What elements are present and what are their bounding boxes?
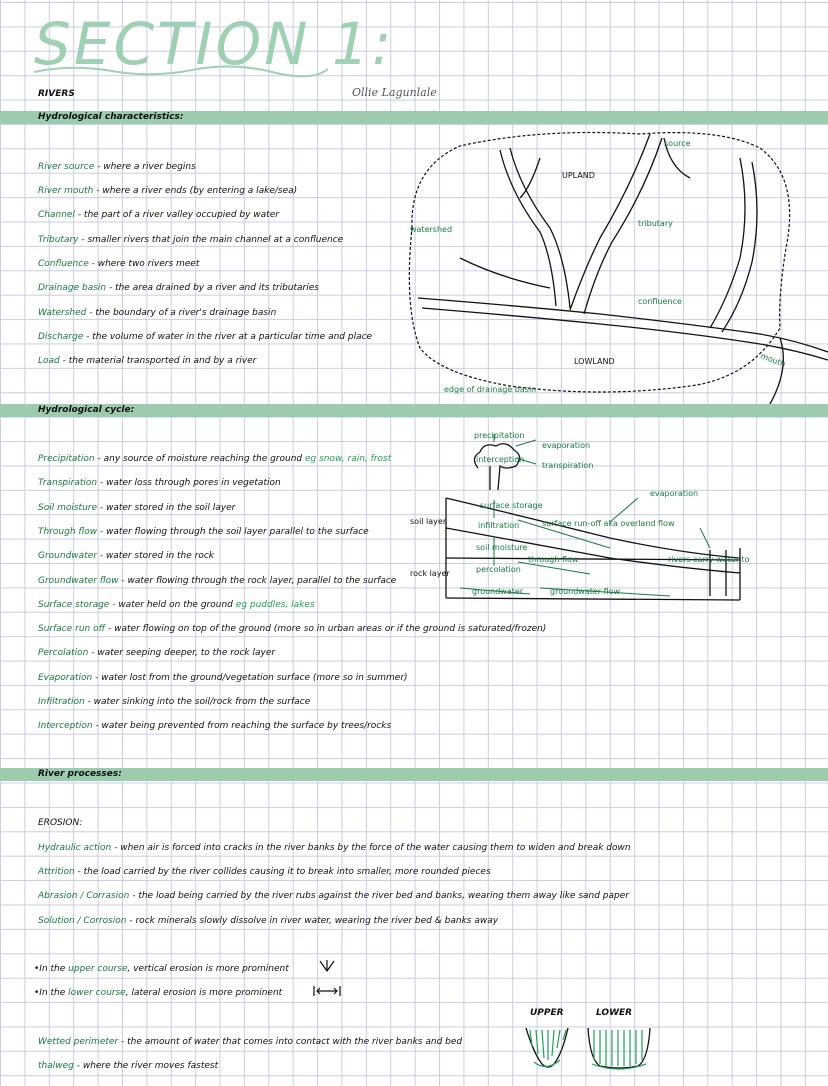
section-band-hydro-cycle <box>0 404 828 417</box>
upper-label: UPPER <box>530 1008 564 1018</box>
list-item: Confluence - where two rivers meet <box>38 259 200 269</box>
label-soil-moisture: soil moisture <box>476 543 527 552</box>
list-item: Discharge - the volume of water in the r… <box>38 332 373 342</box>
list-item: Surface storage - water held on the grou… <box>38 600 315 610</box>
list-item: Surface run off - water flowing on top o… <box>38 624 547 634</box>
label-interception: interception <box>476 455 524 464</box>
label-groundwater-flow: groundwater flow <box>550 587 621 596</box>
list-item: Percolation - water seeping deeper, to t… <box>38 648 276 658</box>
list-item: Infiltration - water sinking into the so… <box>38 697 311 707</box>
list-item: River mouth - where a river ends (by ent… <box>38 186 298 196</box>
label-surface-runoff: surface run-off aka overland flow <box>542 519 675 528</box>
signature: Ollie Lagunlale <box>352 86 437 99</box>
section-band-river-processes <box>0 768 828 781</box>
label-source: source <box>664 139 691 148</box>
list-item: Drainage basin - the area drained by a r… <box>38 283 319 293</box>
section-band-hydro-chars <box>0 111 828 124</box>
list-item: Hydraulic action - when air is forced in… <box>38 843 631 853</box>
hydrological-cycle-diagram: precipitation evaporation interception t… <box>410 431 750 601</box>
label-groundwater: groundwater <box>472 587 524 596</box>
list-item: Evaporation - water lost from the ground… <box>38 673 408 683</box>
title-underline <box>33 65 329 78</box>
list-item: Transpiration - water loss through pores… <box>38 478 281 488</box>
lateral-erosion-icon <box>313 986 341 996</box>
list-item: Interception - water being prevented fro… <box>38 721 392 731</box>
list-item: Watershed - the boundary of a river's dr… <box>38 308 277 318</box>
label-evaporation-top: evaporation <box>542 441 590 450</box>
section-heading-hydro-chars: Hydrological characteristics: <box>38 112 184 122</box>
bullet-upper-course: •In the upper course, vertical erosion i… <box>34 964 289 974</box>
label-edge-basin: edge of drainage basin <box>444 385 536 394</box>
label-infiltration: infiltration <box>478 521 519 530</box>
label-soil-layer: soil layer <box>410 517 447 526</box>
lower-label: LOWER <box>596 1008 633 1018</box>
bullet-lower-course: •In the lower course, lateral erosion is… <box>34 988 283 998</box>
label-transpiration: transpiration <box>542 461 593 470</box>
label-confluence: confluence <box>638 297 682 306</box>
label-percolation: percolation <box>476 565 521 574</box>
label-rock-layer: rock layer <box>410 569 450 578</box>
list-item-thalweg: thalweg - where the river moves fastest <box>38 1061 219 1071</box>
label-rivers-carry: rivers carry water to a lake or sea <box>668 555 750 564</box>
label-through-flow: through flow <box>528 555 579 564</box>
list-item: Precipitation - any source of moisture r… <box>38 454 392 464</box>
list-item: Solution / Corrosion - rock minerals slo… <box>38 916 499 926</box>
label-watershed: watershed <box>410 225 452 234</box>
list-item: Load - the material transported in and b… <box>38 356 257 366</box>
erosion-heading: EROSION: <box>38 818 83 828</box>
list-item: Abrasion / Corrasion - the load being ca… <box>38 891 629 901</box>
list-item: Groundwater flow - water flowing through… <box>38 576 397 586</box>
list-item: Soil moisture - water stored in the soil… <box>38 503 236 513</box>
label-surface-storage: surface storage <box>480 501 543 510</box>
label-upland: UPLAND <box>562 171 595 180</box>
section-heading-river-processes: River processes: <box>38 769 122 779</box>
list-item: Tributary - smaller rivers that join the… <box>38 235 344 245</box>
label-tributary: tributary <box>638 219 673 228</box>
list-item: Attrition - the load carried by the rive… <box>38 867 491 877</box>
channel-cross-sections <box>525 1027 651 1070</box>
list-item: River source - where a river begins <box>38 162 196 172</box>
list-item: Groundwater - water stored in the rock <box>38 551 215 561</box>
vertical-erosion-icon <box>319 960 335 973</box>
list-item: Through flow - water flowing through the… <box>38 527 369 537</box>
drainage-basin-diagram: source UPLAND watershed tributary conflu… <box>408 131 828 404</box>
topic-label: RIVERS <box>38 89 75 99</box>
label-evaporation-right: evaporation <box>650 489 698 498</box>
label-precipitation: precipitation <box>474 431 524 440</box>
label-lowland: LOWLAND <box>574 357 615 366</box>
list-item-wetted-perimeter: Wetted perimeter - the amount of water t… <box>38 1037 463 1047</box>
section-heading-hydro-cycle: Hydrological cycle: <box>38 405 135 415</box>
list-item: Channel - the part of a river valley occ… <box>38 210 279 220</box>
